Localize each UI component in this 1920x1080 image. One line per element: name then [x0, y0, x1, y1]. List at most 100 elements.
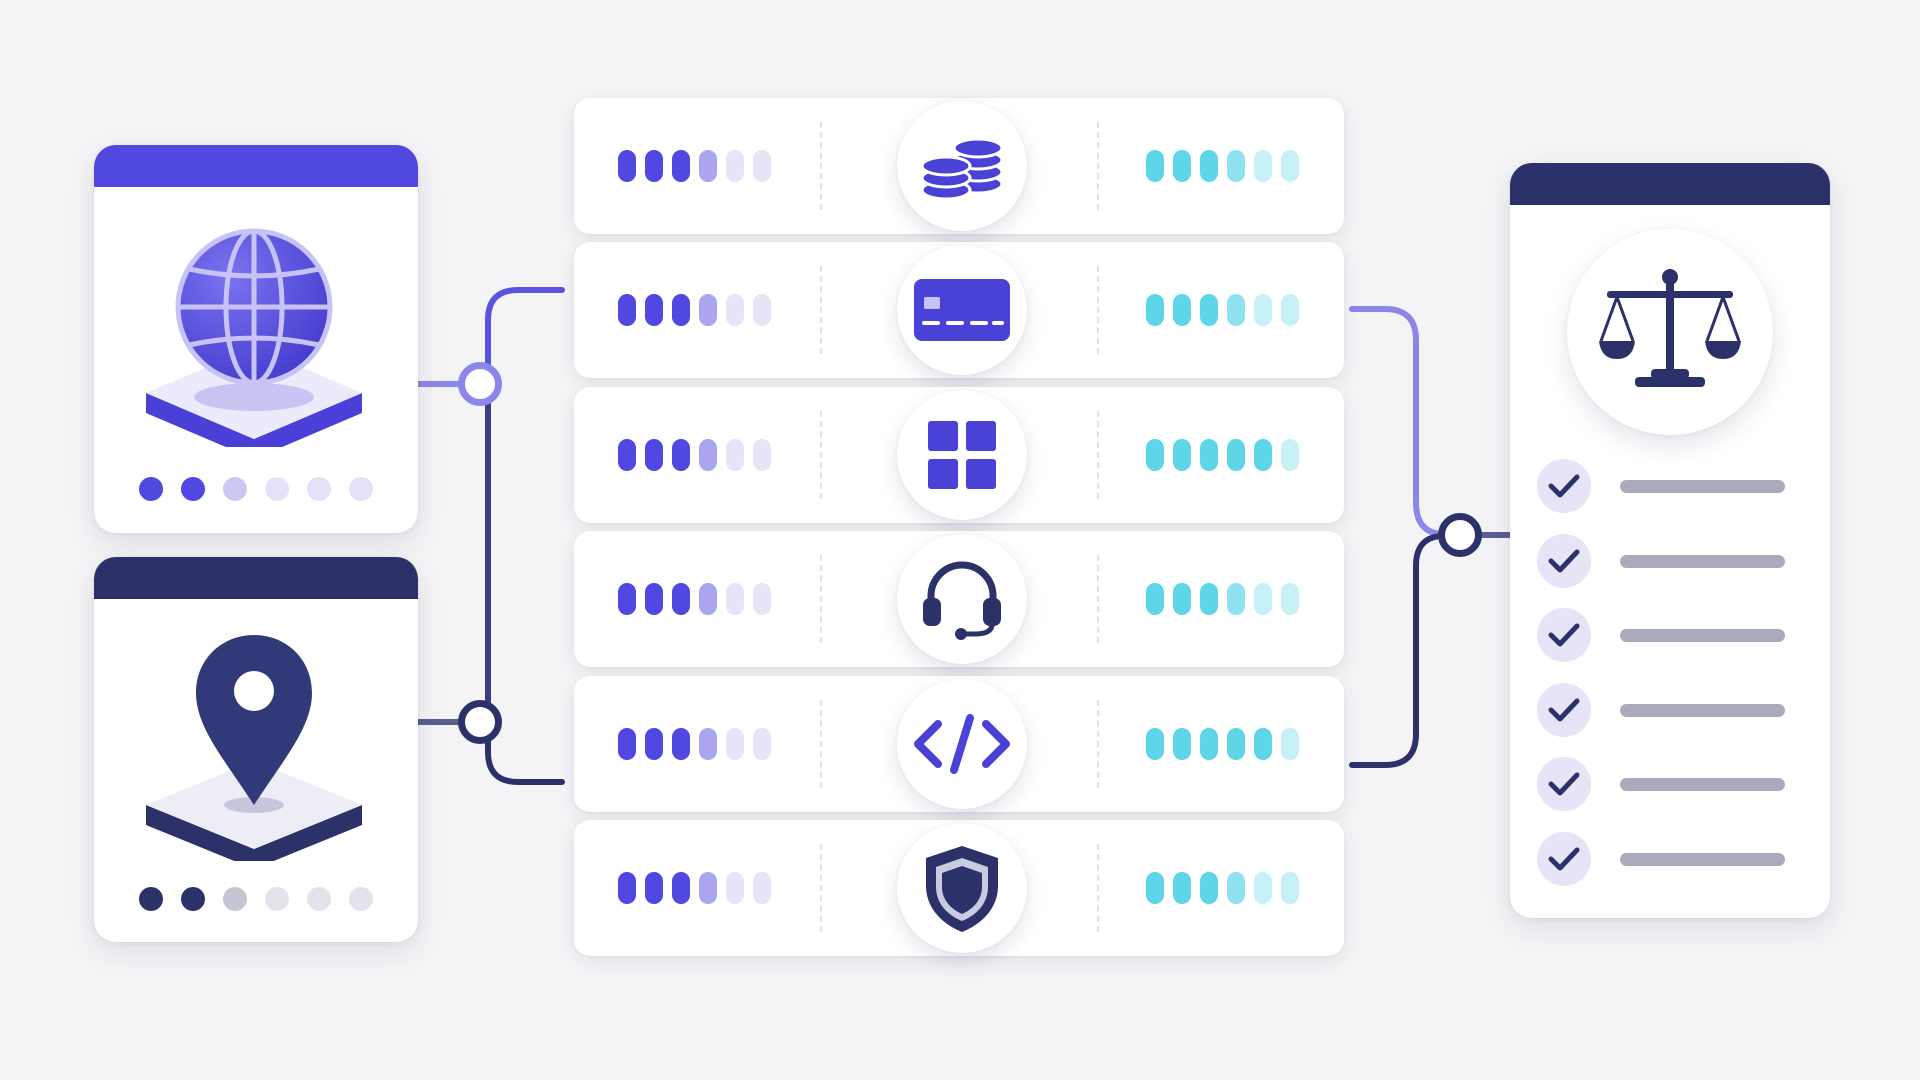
level-pill-filled [1173, 439, 1191, 471]
checkbox-checked[interactable] [1537, 608, 1591, 662]
level-pill-filled [645, 439, 663, 471]
level-pill-filled [672, 728, 690, 760]
row-icon-badge [897, 823, 1027, 953]
card-body [94, 599, 418, 942]
service-row-security[interactable] [574, 820, 1344, 956]
level-pill-filled [1227, 728, 1245, 760]
dot-inactive [223, 477, 247, 501]
left-level-pills [618, 872, 771, 904]
checkbox-checked[interactable] [1537, 757, 1591, 811]
level-pill-filled [699, 583, 717, 615]
left-level-pills [618, 294, 771, 326]
dot-active [181, 887, 205, 911]
level-pill-filled [1173, 872, 1191, 904]
card-header [1510, 163, 1830, 205]
level-pill-filled [1227, 872, 1245, 904]
level-pill-filled [1146, 294, 1164, 326]
level-pill-filled [1200, 583, 1218, 615]
dot-active [139, 887, 163, 911]
dot-inactive [223, 887, 247, 911]
level-pill-filled [645, 872, 663, 904]
checkbox-checked[interactable] [1537, 534, 1591, 588]
connector-hub-to-card-row [485, 287, 565, 387]
level-pill-filled [1146, 583, 1164, 615]
level-pill-empty [1281, 728, 1299, 760]
right-level-pills [1146, 583, 1299, 615]
card-header [94, 557, 418, 599]
level-pill-filled [1146, 150, 1164, 182]
checklist-line [1620, 629, 1785, 642]
level-pill-filled [645, 150, 663, 182]
level-pill-empty [726, 150, 744, 182]
source-card-location[interactable] [94, 557, 418, 942]
service-row-support[interactable] [574, 531, 1344, 667]
dot-inactive [265, 887, 289, 911]
dot-active [181, 477, 205, 501]
service-row-cards[interactable] [574, 242, 1344, 378]
level-pill-empty [1281, 872, 1299, 904]
service-row-payments[interactable] [574, 98, 1344, 234]
service-row-apps[interactable] [574, 387, 1344, 523]
checkmark-icon [1548, 549, 1580, 573]
row-icon-badge [897, 245, 1027, 375]
level-pill-empty [753, 583, 771, 615]
dot-inactive [349, 887, 373, 911]
checkbox-checked[interactable] [1537, 832, 1591, 886]
level-pill-filled [618, 872, 636, 904]
level-pill-empty [726, 872, 744, 904]
level-pill-filled [1173, 294, 1191, 326]
progress-dots [94, 477, 418, 501]
scales-icon [1599, 269, 1741, 387]
level-pill-filled [645, 294, 663, 326]
row-divider [1097, 700, 1099, 788]
right-level-pills [1146, 439, 1299, 471]
right-level-pills [1146, 728, 1299, 760]
level-pill-filled [1173, 728, 1191, 760]
junction-node-location [458, 700, 502, 744]
row-divider [1097, 411, 1099, 499]
row-divider [1097, 844, 1099, 932]
left-level-pills [618, 150, 771, 182]
level-pill-empty [1254, 583, 1272, 615]
level-pill-filled [672, 872, 690, 904]
connector-hub-to-code-row [485, 719, 565, 785]
checklist-line [1620, 555, 1785, 568]
shield-icon [926, 846, 998, 932]
checkbox-checked[interactable] [1537, 683, 1591, 737]
level-pill-empty [726, 728, 744, 760]
level-pill-filled [1200, 294, 1218, 326]
level-pill-filled [672, 150, 690, 182]
checkbox-checked[interactable] [1537, 459, 1591, 513]
row-icon-badge [897, 534, 1027, 664]
level-pill-filled [699, 728, 717, 760]
credit-card-icon [914, 279, 1010, 341]
level-pill-filled [618, 583, 636, 615]
headset-icon [923, 561, 1001, 640]
level-pill-empty [726, 294, 744, 326]
checkmark-icon [1548, 474, 1580, 498]
row-divider [1097, 122, 1099, 210]
checklist-line [1620, 480, 1785, 493]
coins-icon [920, 137, 1004, 201]
service-row-developer[interactable] [574, 676, 1344, 812]
level-pill-empty [1254, 150, 1272, 182]
level-pill-filled [645, 583, 663, 615]
level-pill-filled [1200, 150, 1218, 182]
checkmark-icon [1548, 623, 1580, 647]
level-pill-filled [672, 583, 690, 615]
level-pill-empty [753, 728, 771, 760]
level-pill-filled [1200, 872, 1218, 904]
right-level-pills [1146, 294, 1299, 326]
level-pill-filled [699, 872, 717, 904]
level-pill-filled [1200, 728, 1218, 760]
apps-grid-icon [928, 421, 996, 489]
level-pill-filled [672, 294, 690, 326]
checkmark-icon [1548, 847, 1580, 871]
level-pill-empty [1281, 583, 1299, 615]
level-pill-empty [753, 872, 771, 904]
row-divider [820, 411, 822, 499]
source-card-globe[interactable] [94, 145, 418, 533]
row-divider [820, 700, 822, 788]
level-pill-filled [1227, 439, 1245, 471]
